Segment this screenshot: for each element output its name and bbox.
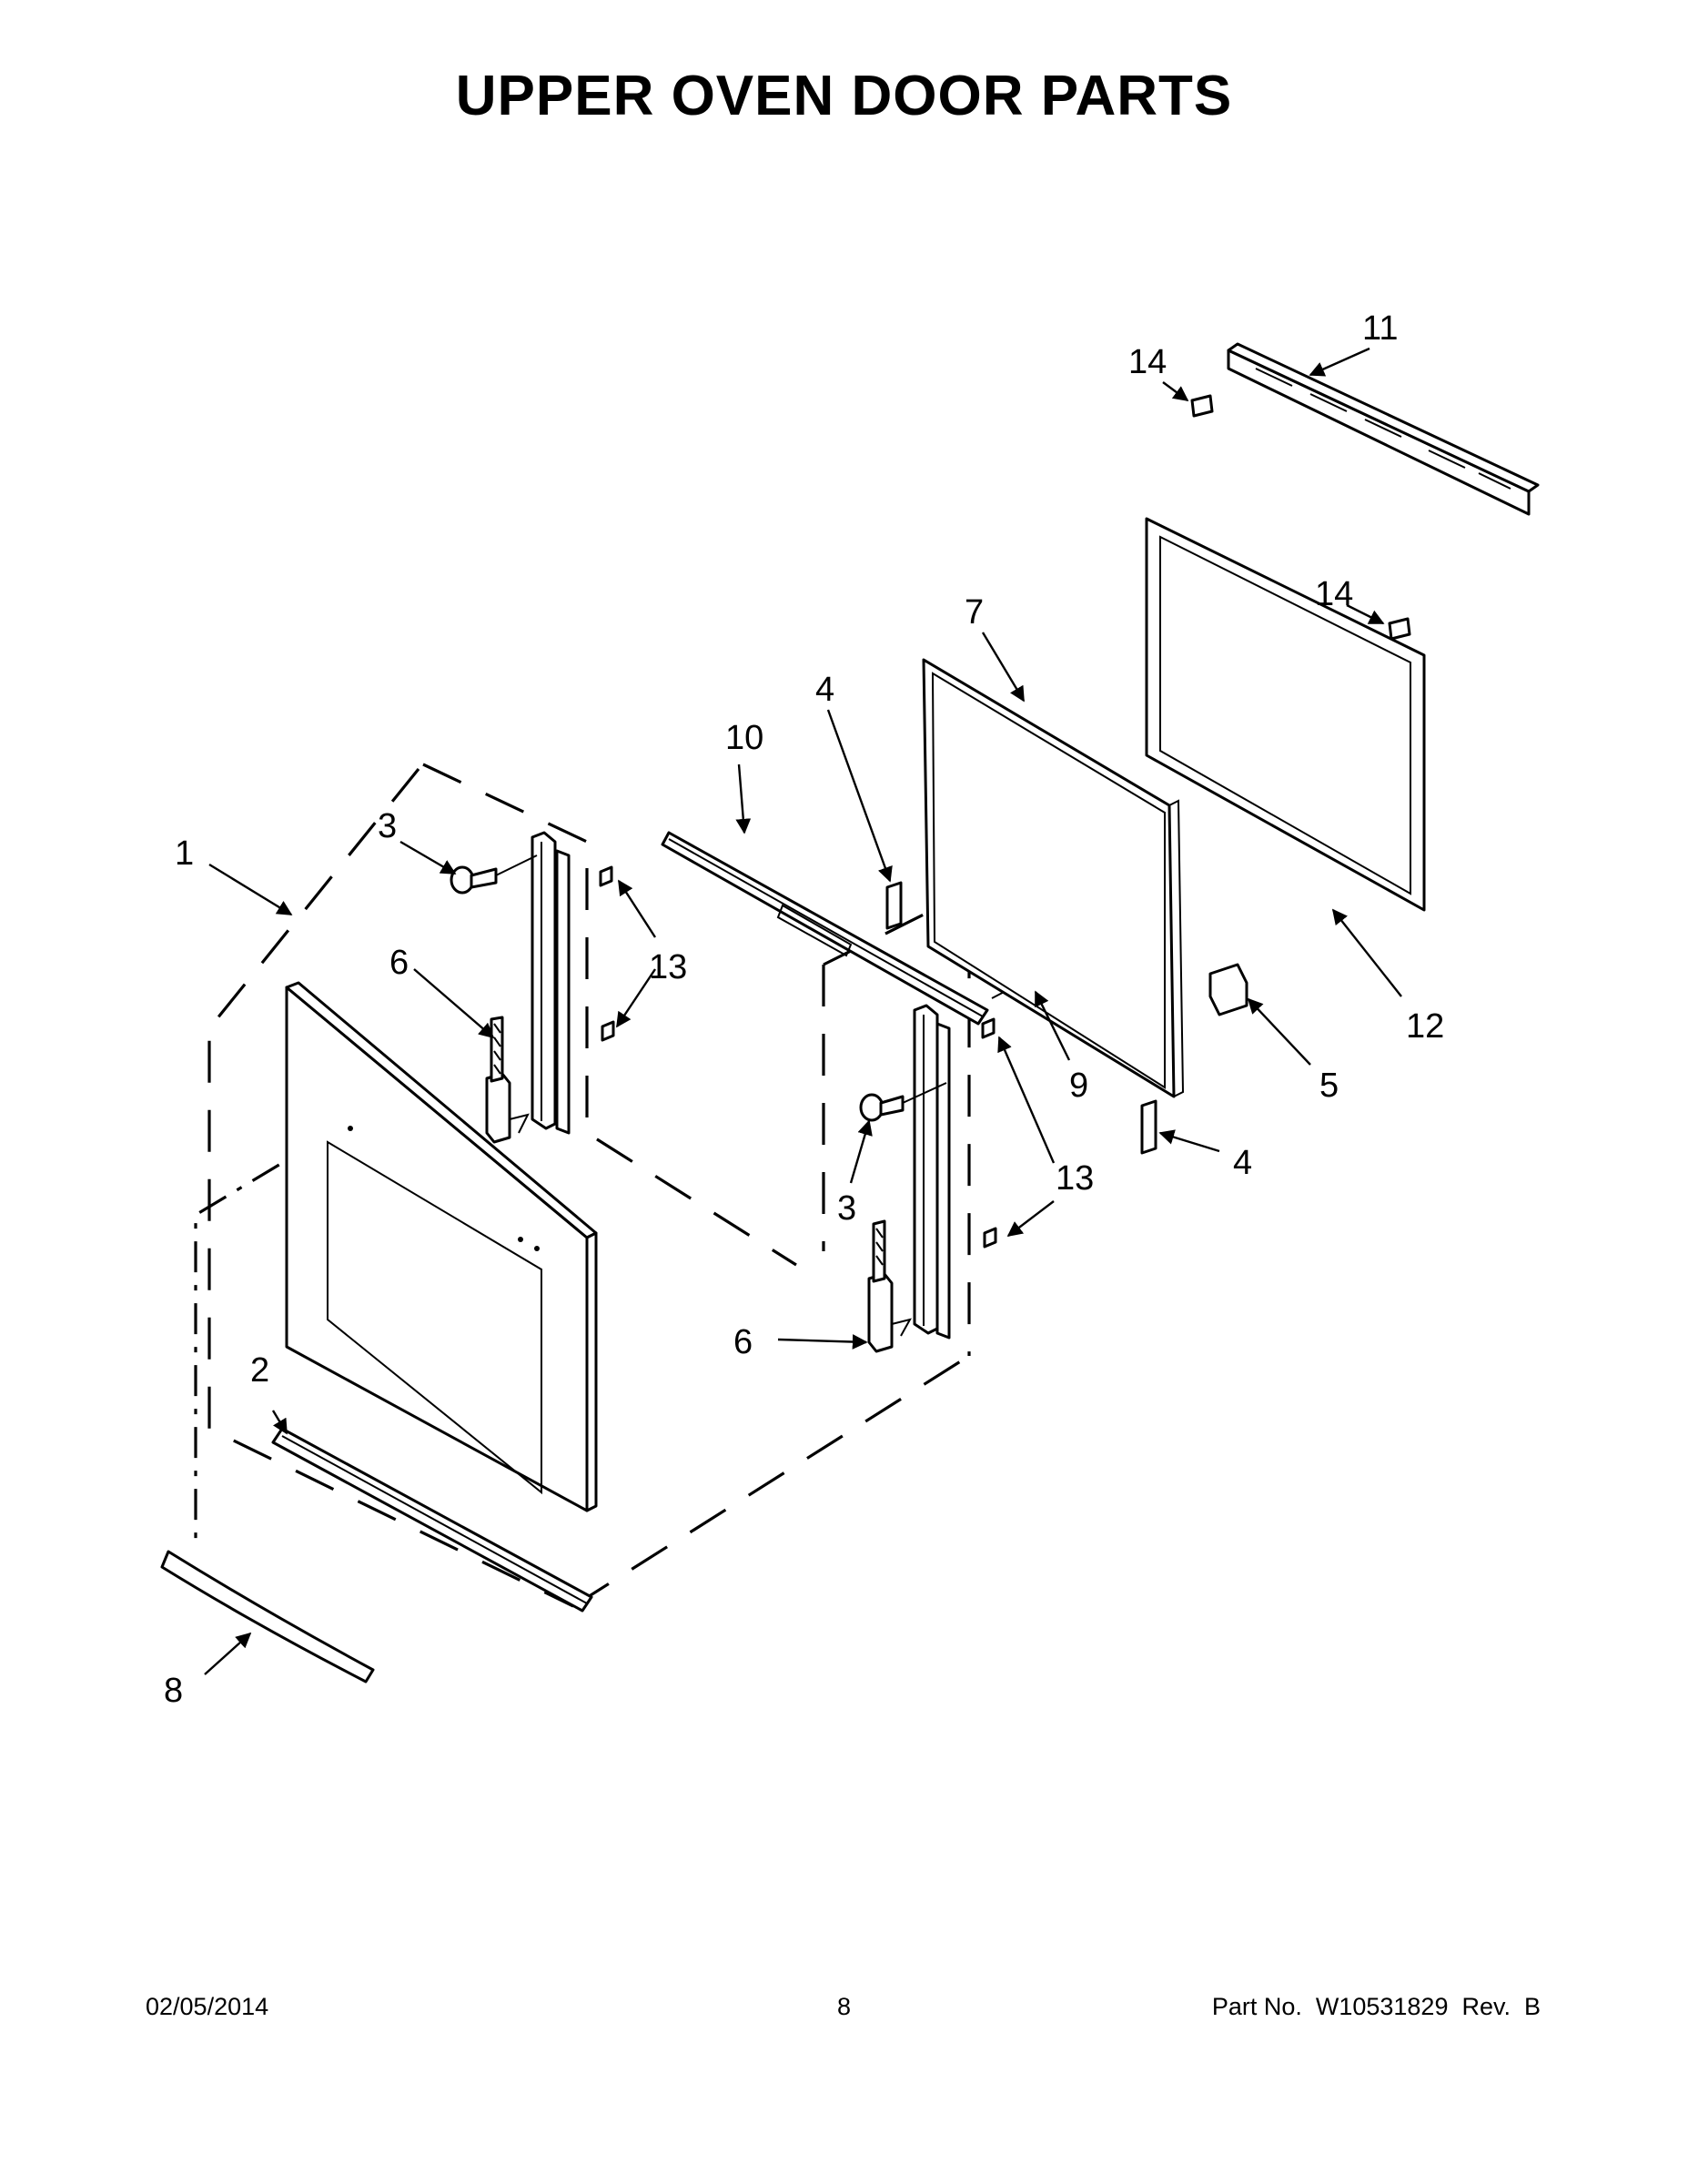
pad-lower: [1388, 617, 1411, 641]
callout-3-lower: 3: [837, 1189, 856, 1228]
callout-13-lower: 13: [1056, 1159, 1094, 1198]
door-glass: [1145, 517, 1426, 912]
alignment-centerline: [194, 1131, 333, 1547]
door-handle: [160, 1550, 375, 1684]
callout-4-lower: 4: [1233, 1144, 1252, 1182]
pad-upper: [1190, 394, 1214, 418]
hinge-assembly-right: [867, 1004, 951, 1353]
door-switch: [1208, 963, 1248, 1016]
hinge-assembly-left: [485, 831, 571, 1144]
clip-upper-left: [599, 865, 613, 887]
footer-page-number: 8: [836, 1993, 852, 2020]
clip-lower-right: [983, 1227, 997, 1249]
callout-9: 9: [1069, 1067, 1088, 1105]
callout-12: 12: [1406, 1007, 1444, 1046]
clip-lower-left: [601, 1020, 615, 1042]
hinge-screw-left: [450, 854, 538, 895]
outer-door-panel: [285, 981, 598, 1512]
inner-glass-frame: [922, 658, 1185, 1098]
callout-13-upper: 13: [649, 948, 687, 986]
insulation-strip-upper: [885, 881, 903, 930]
inner-door-bracket: [661, 831, 989, 1026]
callout-2: 2: [250, 1351, 269, 1390]
top-vent-trim: [1227, 342, 1540, 516]
callout-7: 7: [965, 593, 984, 632]
callout-10: 10: [725, 719, 763, 757]
callout-8: 8: [164, 1672, 183, 1710]
clip-upper-right: [981, 1017, 996, 1039]
callout-6-lower: 6: [733, 1323, 753, 1361]
assembly-outline-left: [207, 763, 970, 1608]
callout-11: 11: [1362, 309, 1398, 348]
leader-lines: [204, 347, 1402, 1675]
callout-labels: 1 2 3 3 4 4 5 6 6 7 8 9 10 11 12 13 13 1…: [164, 309, 1444, 1710]
callout-5: 5: [1319, 1067, 1339, 1105]
insulation-strip-lower: [1140, 1099, 1157, 1155]
footer-date: 02/05/2014: [146, 1993, 269, 2020]
bottom-trim: [271, 1427, 593, 1613]
callout-14-lower: 14: [1315, 575, 1353, 613]
page-title: UPPER OVEN DOOR PARTS: [455, 65, 1233, 127]
footer-part-number: Part No. W10531829 Rev. B: [1211, 1993, 1541, 2020]
callout-3-upper: 3: [378, 807, 397, 845]
callout-14-upper: 14: [1128, 343, 1167, 381]
callout-1: 1: [175, 834, 194, 873]
callout-6-upper: 6: [389, 944, 409, 982]
callout-4-upper: 4: [815, 671, 834, 709]
